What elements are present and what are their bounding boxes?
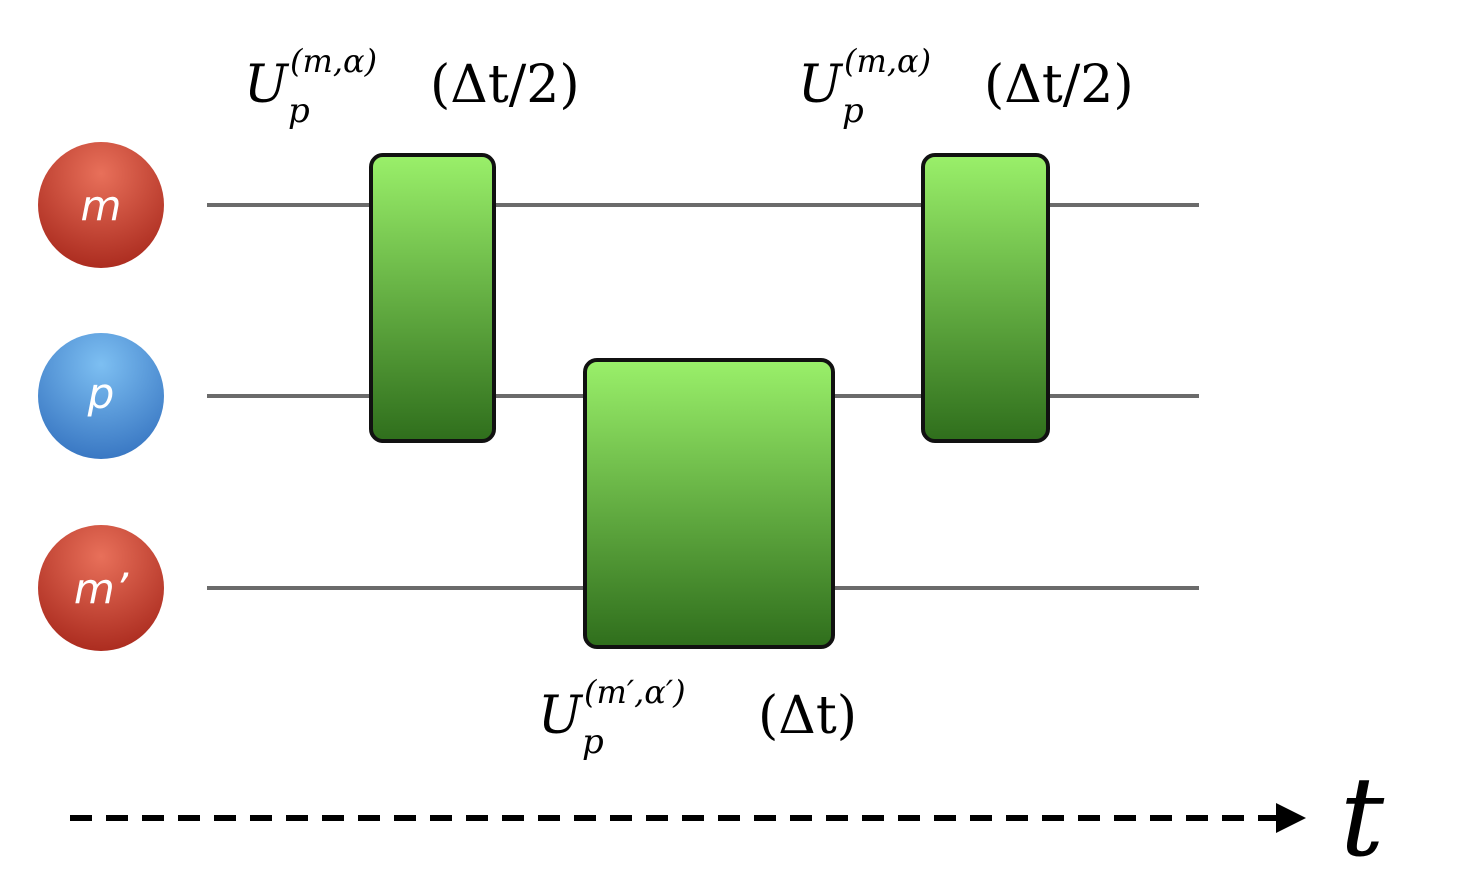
gate-1-label: U p (m,α) (Δt/2): [244, 42, 580, 131]
gate-1: [369, 153, 496, 443]
gate-2-sub: p: [582, 722, 604, 762]
gate-3: [921, 153, 1050, 443]
gate-1-arg: (Δt/2): [430, 55, 580, 115]
gate-1-sub: p: [288, 91, 310, 131]
node-p-label: p: [87, 369, 115, 418]
gate-3-U: U: [798, 55, 844, 115]
gate-3-sup: (m,α): [844, 42, 931, 80]
gate-2-label: U p (m′,α′) (Δt): [538, 673, 857, 762]
time-axis-arrowhead: [1276, 803, 1306, 833]
node-p: p: [38, 333, 164, 459]
gate-2: [583, 358, 835, 649]
gate-3-arg: (Δt/2): [984, 55, 1134, 115]
node-m-label: m: [81, 181, 122, 230]
node-m: m: [38, 142, 164, 268]
gate-3-sub: p: [842, 91, 864, 131]
node-m-prime-label: m’: [74, 564, 129, 613]
gate-2-sup: (m′,α′): [584, 673, 686, 711]
gate-2-U: U: [538, 686, 584, 746]
time-axis-label: t: [1340, 753, 1385, 881]
gate-3-label: U p (m,α) (Δt/2): [798, 42, 1134, 131]
gate-2-arg: (Δt): [758, 686, 857, 746]
node-m-prime: m’: [38, 525, 164, 651]
gate-1-sup: (m,α): [290, 42, 377, 80]
gate-1-U: U: [244, 55, 290, 115]
